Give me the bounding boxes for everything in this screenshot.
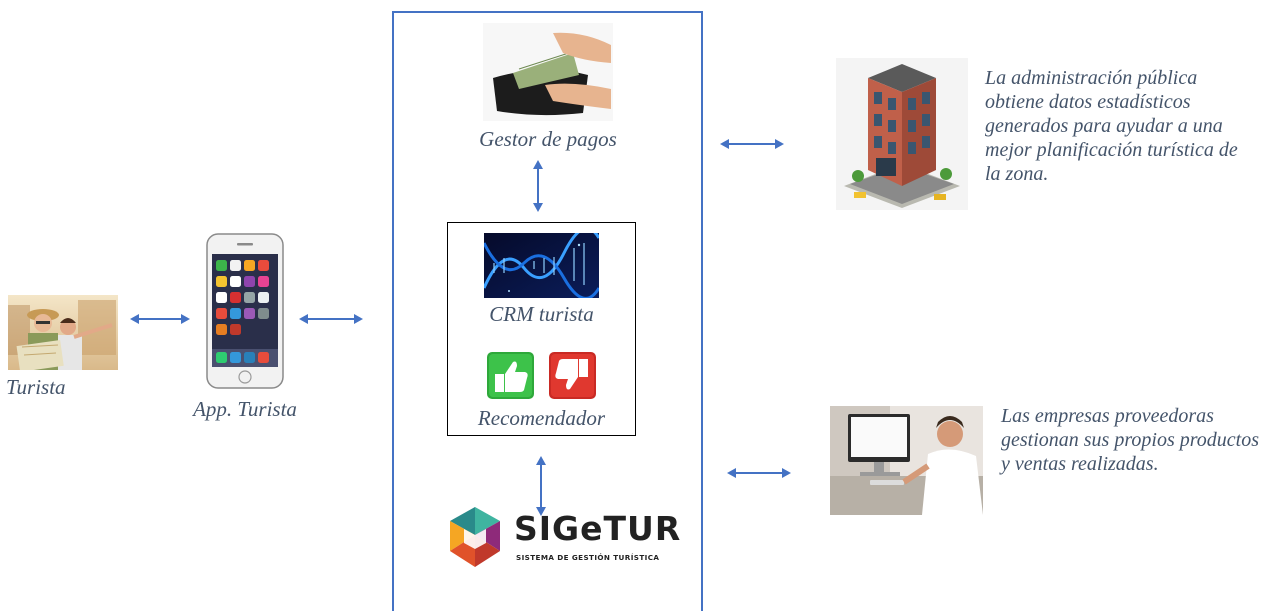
crm-label: CRM turista: [489, 302, 594, 326]
smartphone-icon: [206, 233, 284, 389]
arrow-platform-companies: [727, 468, 791, 478]
arrow-tourist-app: [130, 314, 190, 324]
wallet-photo: [483, 23, 613, 121]
platform-frame: [392, 11, 703, 611]
recommender-label: Recomendador: [477, 406, 606, 430]
arrow-payments-crm: [533, 160, 543, 212]
dna-photo: [484, 233, 599, 298]
thumbs-down-icon: [549, 352, 596, 399]
arrow-platform-admin: [720, 139, 784, 149]
arrow-app-platform: [299, 314, 363, 324]
sigetur-tagline: SISTEMA DE GESTIÓN TURÍSTICA: [516, 553, 660, 562]
tourist-label: Turista: [6, 375, 66, 399]
payments-label: Gestor de pagos: [479, 127, 617, 151]
companies-description: Las empresas proveedoras gestionan sus p…: [1001, 405, 1259, 475]
arrow-crm-sigetur: [536, 456, 546, 516]
office-photo: [830, 406, 983, 515]
tourist-photo: [8, 295, 118, 370]
crm-box: [447, 222, 636, 436]
thumbs-up-icon: [487, 352, 534, 399]
app-label: App. Turista: [193, 397, 297, 421]
sigetur-wordmark: SIGeTUR: [514, 509, 682, 548]
sigetur-logo-mark: [446, 505, 504, 569]
admin-description: La administración pública obtiene datos …: [985, 67, 1238, 185]
building-illustration: [836, 58, 968, 210]
